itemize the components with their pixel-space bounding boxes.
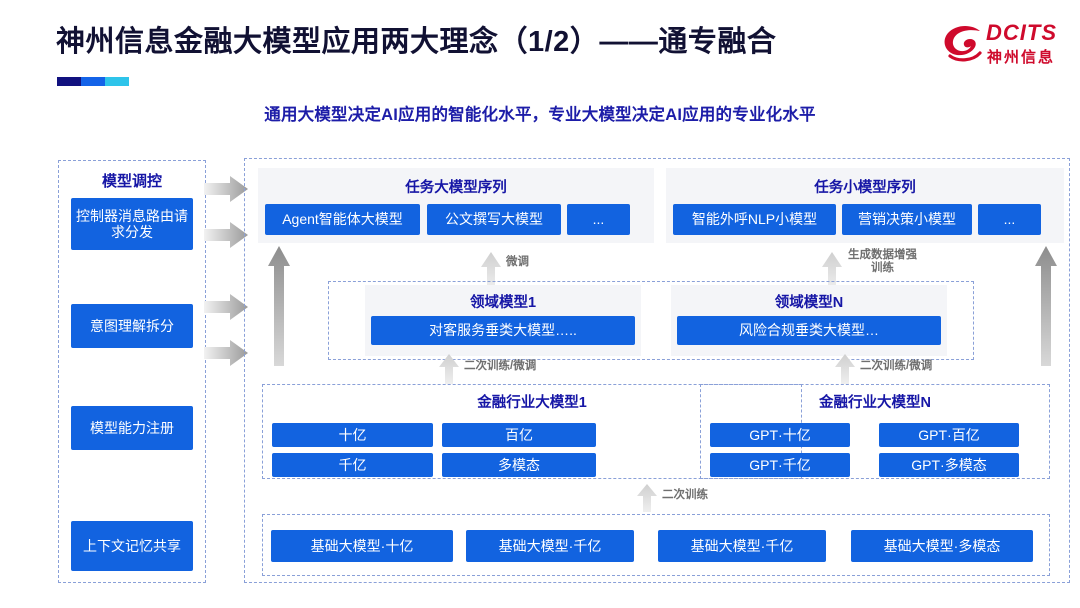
flow-arrow-right-2 xyxy=(204,222,248,248)
industry-n-item-shiyi[interactable]: GPT·十亿 xyxy=(710,423,850,447)
arrow-label-retrain: 二次训练 xyxy=(662,489,708,501)
title-accent-bar xyxy=(57,77,129,86)
industry-n-item-baiyi[interactable]: GPT·百亿 xyxy=(879,423,1019,447)
flow-arrow-up-finetune-left xyxy=(481,252,501,290)
task-large-item-doc[interactable]: 公文撰写大模型 xyxy=(427,204,561,235)
flow-arrow-up-retrain-base xyxy=(637,484,657,512)
industry-model-n-title: 金融行业大模型N xyxy=(819,395,931,411)
arrow-label-gen-data-aug-line1: 生成数据增强 xyxy=(848,249,917,261)
flow-arrow-right-3 xyxy=(204,294,248,320)
arrow-label-gen-data-aug: 生成数据增强 训练 xyxy=(848,249,917,275)
task-large-item-agent[interactable]: Agent智能体大模型 xyxy=(265,204,420,235)
logo-brand-cn-text: 神州信息 xyxy=(987,49,1056,66)
base-model-item-4[interactable]: 基础大模型·多模态 xyxy=(851,530,1033,562)
arrow-label-finetune: 微调 xyxy=(506,256,529,268)
base-model-item-3[interactable]: 基础大模型·千亿 xyxy=(658,530,826,562)
domain-model-n-item[interactable]: 风险合规垂类大模型… xyxy=(677,316,941,345)
domain-model-1-title: 领域模型1 xyxy=(469,295,537,311)
control-item-intent[interactable]: 意图理解拆分 xyxy=(71,304,193,348)
industry-1-item-shiyi[interactable]: 十亿 xyxy=(272,423,433,447)
industry-1-item-baiyi[interactable]: 百亿 xyxy=(442,423,596,447)
page-title: 神州信息金融大模型应用两大理念（1/2）——通专融合 xyxy=(56,26,777,58)
arrow-label-retrain-finetune-left: 二次训练/微调 xyxy=(464,360,537,372)
arrow-label-retrain-finetune-right: 二次训练/微调 xyxy=(860,360,933,372)
base-model-panel xyxy=(262,514,1050,576)
page-header: 神州信息金融大模型应用两大理念（1/2）——通专融合 通用大模型决定AI应用的智… xyxy=(0,0,1080,140)
task-small-item-more[interactable]: ... xyxy=(978,204,1041,235)
control-item-router[interactable]: 控制器消息路由请求分发 xyxy=(71,198,193,250)
dcits-swirl-icon xyxy=(944,25,982,62)
industry-model-n-panel xyxy=(700,384,1050,479)
control-item-register[interactable]: 模型能力注册 xyxy=(71,406,193,450)
industry-model-1-title: 金融行业大模型1 xyxy=(477,395,587,411)
task-small-model-title: 任务小模型序列 xyxy=(814,180,916,196)
flow-arrow-up-tall-right xyxy=(1035,246,1057,366)
task-large-model-title: 任务大模型序列 xyxy=(405,180,507,196)
domain-model-1-item[interactable]: 对客服务垂类大模型….. xyxy=(371,316,635,345)
page-subtitle: 通用大模型决定AI应用的智能化水平，专业大模型决定AI应用的专业化水平 xyxy=(264,106,816,124)
base-model-item-2[interactable]: 基础大模型·千亿 xyxy=(466,530,634,562)
model-control-panel xyxy=(58,160,206,583)
task-large-item-more[interactable]: ... xyxy=(567,204,630,235)
task-small-item-nlp[interactable]: 智能外呼NLP小模型 xyxy=(673,204,836,235)
domain-model-panel xyxy=(328,281,974,360)
accent-segment-2 xyxy=(80,77,105,86)
company-logo: DCITS 神州信息 xyxy=(942,19,1070,73)
industry-1-item-qianyi[interactable]: 千亿 xyxy=(272,453,433,477)
arrow-label-gen-data-aug-line2: 训练 xyxy=(871,262,894,275)
base-model-item-1[interactable]: 基础大模型·十亿 xyxy=(271,530,453,562)
flow-arrow-right-4 xyxy=(204,340,248,366)
control-item-context[interactable]: 上下文记忆共享 xyxy=(71,521,193,571)
flow-arrow-up-retrain-left xyxy=(439,354,459,384)
industry-1-item-multimodal[interactable]: 多模态 xyxy=(442,453,596,477)
model-control-title: 模型调控 xyxy=(101,173,162,190)
domain-model-n-title: 领域模型N xyxy=(774,295,844,311)
accent-segment-3 xyxy=(104,77,129,86)
flow-arrow-up-tall-left xyxy=(268,246,290,366)
architecture-panel xyxy=(244,158,1070,583)
accent-segment-1 xyxy=(57,77,81,86)
industry-n-item-multimodal[interactable]: GPT·多模态 xyxy=(879,453,1019,477)
flow-arrow-right-1 xyxy=(204,176,248,202)
industry-n-item-qianyi[interactable]: GPT·千亿 xyxy=(710,453,850,477)
flow-arrow-up-retrain-right xyxy=(835,354,855,384)
logo-brand-text: DCITS xyxy=(986,20,1057,45)
flow-arrow-up-gendata-right xyxy=(822,252,842,290)
task-small-item-marketing[interactable]: 营销决策小模型 xyxy=(842,204,972,235)
